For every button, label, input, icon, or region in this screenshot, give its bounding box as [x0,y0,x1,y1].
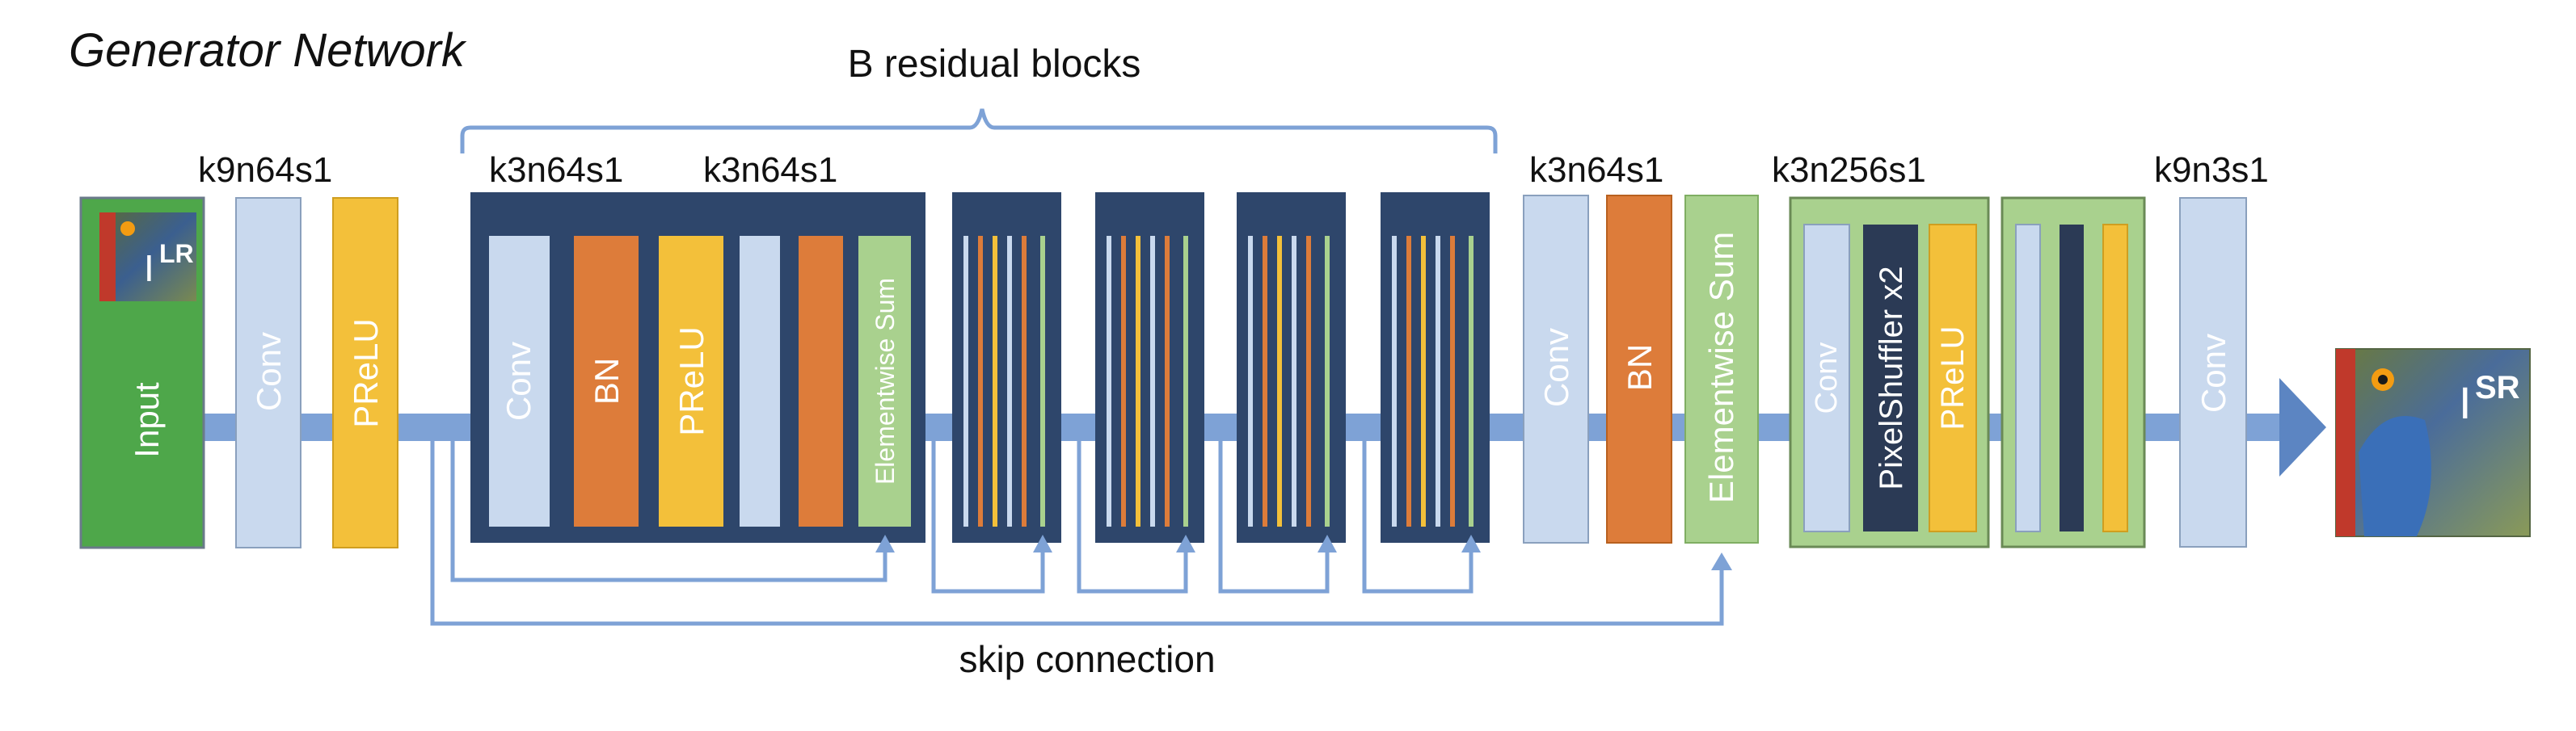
input-image-label: I [144,247,154,289]
input-image-sup: LR [159,239,194,268]
output-image-sup: SR [2475,370,2520,405]
final-conv-label: Conv [2194,334,2232,413]
pixel-shuffler-block [1863,225,1918,531]
residual-group-brace [460,108,1498,153]
diagram-title: Generator Network [69,24,467,77]
post-sum-block [1684,195,1759,544]
upsample-block-collapsed [2001,196,2146,548]
conv1-label: Conv [250,332,288,411]
residual-block-collapsed-3 [1237,192,1346,543]
residual-block-collapsed-4 [1381,192,1490,543]
long-skip-connection [430,427,1724,626]
res-prelu-block [659,236,723,527]
param-post-conv: k3n64s1 [1529,150,1663,190]
post-bn-label: BN [1621,344,1659,391]
res-prelu-label: PReLU [672,326,710,435]
param-upsample: k3n256s1 [1772,150,1926,190]
up-conv-block [1803,224,1850,532]
res-bn2-block [799,236,843,527]
res-conv2-block [740,236,780,527]
post-sum-label: Elementwise Sum [1702,232,1740,503]
prelu1-block [332,197,398,548]
group-label: B residual blocks [848,43,1141,86]
residual-skip-arrows [450,427,1474,594]
final-conv-block [2179,197,2247,548]
up-prelu-label: PReLU [1935,326,1971,431]
res-sum-label: Elementwise Sum [871,278,900,485]
up-conv-label: Conv [1810,342,1844,414]
prelu1-label: PReLU [347,318,385,427]
res-bn-label: BN [588,358,626,405]
skip-connection-label: skip connection [959,638,1215,680]
conv1-block [235,197,301,548]
residual-skip-arrowheads [875,535,1481,552]
res-conv-label: Conv [500,342,538,421]
post-conv-label: Conv [1537,328,1575,407]
post-conv-block [1523,195,1589,544]
input-label: Input [128,382,166,458]
output-image-label: I [2459,377,2472,428]
param-res-conv2: k3n64s1 [703,150,837,190]
long-skip-arrowhead [1711,552,1732,570]
pixel-shuffler-label: PixelShuffler x2 [1874,266,1909,489]
param-res-conv1: k3n64s1 [489,150,623,190]
res-conv-block [489,236,550,527]
post-bn-block [1606,195,1672,544]
input-lr-image: I LR [99,212,196,301]
output-sr-image: I SR [2335,348,2531,537]
param-final-conv: k9n3s1 [2154,150,2269,190]
up-prelu-block [1929,224,1977,532]
main-flow-arrowhead [2279,378,2326,477]
res-sum-block [858,236,911,527]
param-first-conv: k9n64s1 [198,150,332,190]
residual-block-collapsed-1 [952,192,1061,543]
residual-block-collapsed-2 [1095,192,1204,543]
res-bn-block [574,236,639,527]
